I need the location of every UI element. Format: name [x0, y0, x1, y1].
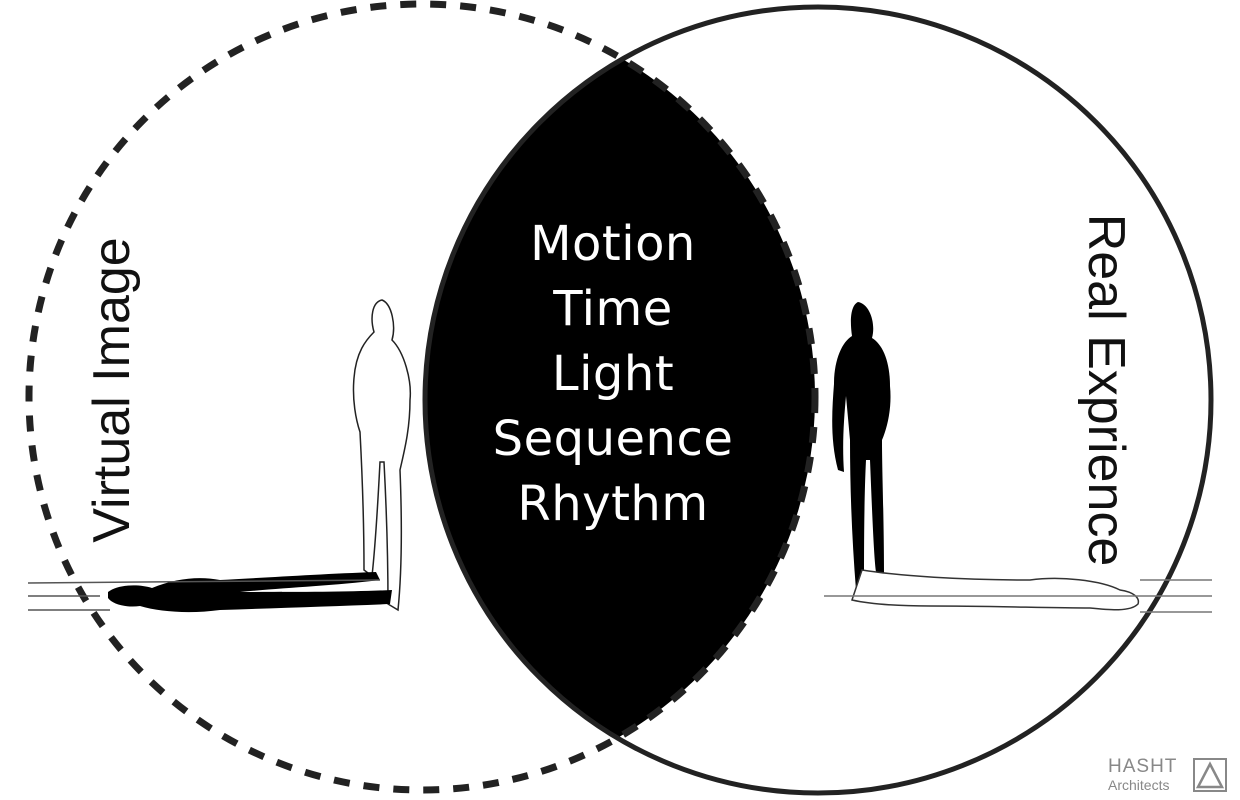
overlap-word: Light — [551, 346, 675, 402]
triangle-in-square-icon — [1193, 758, 1227, 792]
right-ground-lines — [824, 579, 1212, 613]
overlap-word: Sequence — [492, 411, 734, 467]
left-standing-figure — [352, 299, 412, 612]
overlap-word: Time — [553, 281, 673, 337]
left-circle-label: Virtual Image — [83, 237, 141, 543]
left-circle — [25, 0, 819, 794]
left-shadow-figure — [108, 572, 392, 613]
right-standing-figure — [832, 302, 891, 594]
logo-subtitle: Architects — [1108, 777, 1170, 793]
left-ground-lines — [27, 579, 381, 611]
right-shadow-figure — [851, 569, 1140, 611]
overlap-word: Motion — [530, 216, 696, 272]
overlap-region — [425, 7, 815, 790]
right-circle — [422, 4, 1214, 796]
overlap-word: Rhythm — [517, 476, 709, 532]
logo: HASHT Architects — [1108, 756, 1178, 794]
logo-name: HASHT — [1108, 756, 1178, 777]
overlap-word-list: Motion Time Light Sequence Rhythm — [418, 212, 808, 537]
right-circle-label: Real Exprience — [1077, 213, 1135, 567]
